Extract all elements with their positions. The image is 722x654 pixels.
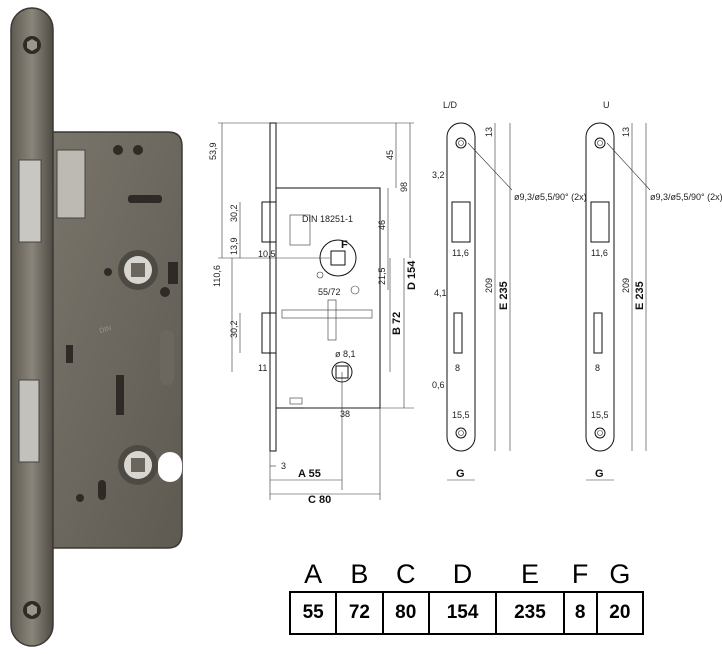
spec-value-e: 235 bbox=[495, 591, 565, 635]
ld-dim-e-235: E 235 bbox=[498, 281, 510, 310]
spec-table: A B C D E F G 55 72 80 154 235 8 20 bbox=[288, 557, 645, 635]
spec-header-c: C bbox=[395, 558, 416, 589]
u-dim-11-6: 11,6 bbox=[591, 248, 608, 258]
dim-110-6: 110,6 bbox=[212, 265, 222, 287]
u-dim-8: 8 bbox=[595, 363, 600, 373]
dim-10-5: 10,5 bbox=[258, 249, 276, 259]
dim-53-9: 53,9 bbox=[208, 142, 218, 160]
lock-case bbox=[47, 131, 183, 549]
spec-value-f: 8 bbox=[562, 591, 598, 635]
dim-30-2-bottom: 30,2 bbox=[229, 320, 239, 338]
dim-98: 98 bbox=[399, 182, 409, 192]
latch-bolt bbox=[18, 159, 42, 243]
u-width-g: G bbox=[595, 468, 604, 480]
plate-u-title: U bbox=[603, 100, 610, 110]
u-hole-note: ø9,3/ø5,5/90° (2x) bbox=[650, 192, 722, 202]
ld-hole-note: ø9,3/ø5,5/90° (2x) bbox=[514, 192, 587, 202]
plate-ld-view: L/D 13 3,2 11,6 4,1 8 0,6 15,5 209 E 235… bbox=[432, 100, 587, 481]
spec-value-g: 20 bbox=[595, 591, 645, 635]
spec-header-e: E bbox=[520, 558, 539, 589]
spec-header-g: G bbox=[609, 558, 631, 589]
ld-dim-4-1: 4,1 bbox=[434, 288, 447, 298]
ld-dim-8: 8 bbox=[455, 363, 460, 373]
spec-value-d: 154 bbox=[427, 591, 498, 635]
dim-46: 46 bbox=[377, 220, 387, 230]
dim-c-80: C 80 bbox=[308, 494, 331, 506]
spec-header-b: B bbox=[350, 558, 369, 589]
dim-11: 11 bbox=[258, 363, 267, 373]
plate-text: DIN 18251-1 bbox=[302, 214, 353, 224]
dead-bolt bbox=[18, 379, 40, 463]
label-f: F bbox=[341, 239, 348, 251]
dim-d-154: D 154 bbox=[406, 260, 418, 290]
front-view: 53,9 30,2 13,9 110,6 30,2 45 98 46 21,5 … bbox=[208, 122, 418, 506]
dim-8-1: ø 8,1 bbox=[335, 349, 356, 359]
u-dim-e-235: E 235 bbox=[634, 281, 646, 310]
small-text: 55/72 bbox=[318, 287, 341, 297]
u-dim-13: 13 bbox=[621, 127, 631, 137]
u-dim-15-5: 15,5 bbox=[591, 410, 609, 420]
spec-header-row: A B C D E F G bbox=[290, 557, 643, 592]
ld-dim-11-6: 11,6 bbox=[452, 248, 469, 258]
dim-13-9: 13,9 bbox=[229, 237, 239, 255]
spec-value-row: 55 72 80 154 235 8 20 bbox=[288, 591, 645, 635]
u-dim-209: 209 bbox=[621, 278, 631, 293]
dim-21-5: 21,5 bbox=[377, 267, 387, 285]
dim-45: 45 bbox=[385, 150, 395, 160]
ld-dim-13: 13 bbox=[484, 127, 494, 137]
ld-dim-15-5: 15,5 bbox=[452, 410, 470, 420]
spec-value-c: 80 bbox=[381, 591, 430, 635]
key-follower bbox=[118, 445, 158, 485]
photo-stamp: DIN bbox=[99, 325, 112, 335]
plate-u-view: U 13 11,6 8 15,5 209 E 235 ø9,3/ø5,5/90°… bbox=[585, 100, 722, 481]
dim-38: 38 bbox=[340, 409, 350, 419]
ld-dim-0-6: 0,6 bbox=[432, 380, 445, 390]
spec-header-f: F bbox=[571, 558, 589, 589]
spec-value-b: 72 bbox=[335, 591, 384, 635]
handle-follower bbox=[118, 250, 158, 290]
ld-width-g: G bbox=[456, 468, 465, 480]
plate-ld-title: L/D bbox=[443, 100, 458, 110]
spec-header-a: A bbox=[304, 558, 323, 589]
dim-3: 3 bbox=[281, 461, 286, 471]
ld-dim-3-2: 3,2 bbox=[432, 170, 445, 180]
ld-dim-209: 209 bbox=[484, 278, 494, 293]
dim-a-55: A 55 bbox=[298, 468, 321, 480]
dim-30-2-top: 30,2 bbox=[229, 204, 239, 222]
spec-header-d: D bbox=[452, 558, 473, 589]
spec-value-a: 55 bbox=[288, 591, 338, 635]
dim-b-72: B 72 bbox=[391, 312, 403, 335]
